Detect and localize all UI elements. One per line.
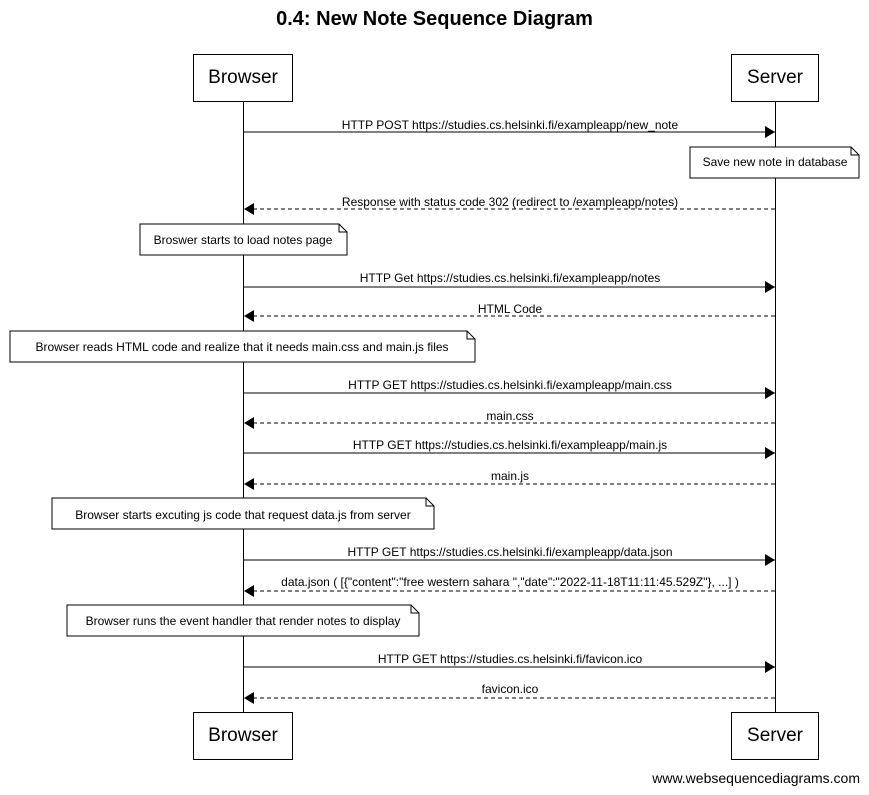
note-text: Browser runs the event handler that rend… [86, 614, 401, 628]
watermark: www.websequencediagrams.com [652, 770, 860, 786]
note: Browser starts excuting js code that req… [51, 497, 435, 530]
note-text: Browser reads HTML code and realize that… [35, 340, 448, 354]
message-label: favicon.ico [482, 682, 539, 696]
note: Browser reads HTML code and realize that… [9, 330, 476, 363]
message: data.json ( [{"content":"free western sa… [244, 575, 775, 597]
note-text: Broswer starts to load notes page [154, 233, 333, 247]
participant-server: Server [731, 54, 819, 102]
message-label: HTML Code [478, 302, 543, 316]
message-label: HTTP GET https://studies.cs.helsinki.fi/… [378, 652, 643, 666]
message-label: data.json ( [{"content":"free western sa… [281, 575, 739, 589]
message: HTTP Get https://studies.cs.helsinki.fi/… [244, 271, 775, 293]
participant-browser: Browser [193, 712, 293, 760]
message: main.js [244, 469, 775, 490]
message-label: main.js [491, 469, 529, 483]
participant-browser: Browser [193, 54, 293, 102]
message-label: HTTP POST https://studies.cs.helsinki.fi… [342, 118, 679, 132]
message: Response with status code 302 (redirect … [244, 195, 775, 215]
message: HTML Code [244, 302, 775, 322]
message: HTTP GET https://studies.cs.helsinki.fi/… [244, 438, 775, 459]
message-label: HTTP Get https://studies.cs.helsinki.fi/… [360, 271, 661, 285]
message: main.css [244, 409, 775, 429]
note-text: Browser starts excuting js code that req… [75, 508, 410, 522]
message-label: HTTP GET https://studies.cs.helsinki.fi/… [353, 438, 667, 452]
note: Broswer starts to load notes page [139, 223, 348, 256]
message-label: Response with status code 302 (redirect … [342, 195, 678, 209]
message: HTTP GET https://studies.cs.helsinki.fi/… [244, 545, 775, 566]
message-label: HTTP GET https://studies.cs.helsinki.fi/… [347, 545, 672, 559]
participant-server: Server [731, 712, 819, 760]
message: HTTP GET https://studies.cs.helsinki.fi/… [244, 378, 775, 399]
note-text: Save new note in database [703, 155, 848, 169]
message: favicon.ico [244, 682, 775, 704]
message: HTTP GET https://studies.cs.helsinki.fi/… [244, 652, 775, 673]
diagram-title: 0.4: New Note Sequence Diagram [276, 8, 593, 30]
message-label: HTTP GET https://studies.cs.helsinki.fi/… [348, 378, 672, 392]
message: HTTP POST https://studies.cs.helsinki.fi… [244, 118, 775, 138]
note: Browser runs the event handler that rend… [66, 604, 420, 637]
note: Save new note in database [689, 146, 860, 179]
message-label: main.css [486, 409, 533, 423]
